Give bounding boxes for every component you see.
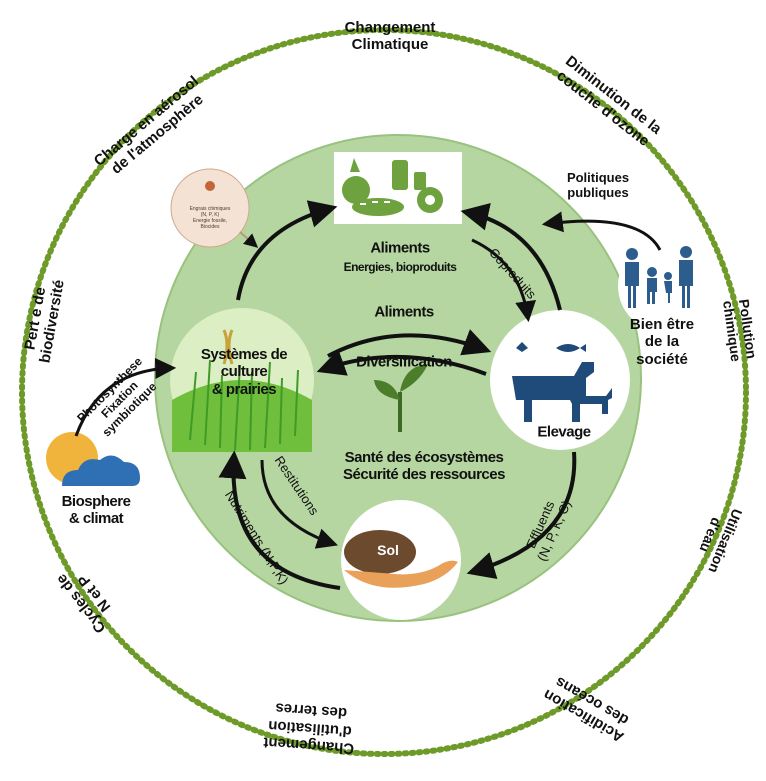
node-food-title: Aliments <box>370 239 430 257</box>
node-food-subtitle: Energies, bioproduits <box>343 260 457 275</box>
arrow-livestock-to-food <box>460 203 562 311</box>
node-biosphere-label: Biosphere& climat <box>61 492 131 527</box>
sun-cloud-icon <box>46 432 140 486</box>
arrow-biosphere-to-crops <box>74 357 177 437</box>
crops-photo <box>170 308 314 452</box>
fertilizer-tag-text: Engrais chimiques(N, P, K)Energie fossil… <box>189 206 231 230</box>
arrow-livestock-to-crops <box>316 349 487 376</box>
sprout-icon <box>374 364 428 432</box>
flow-food-label: Aliments <box>374 303 434 321</box>
arrow-crops-to-food <box>236 200 338 301</box>
arrow-society-to-food <box>541 211 662 251</box>
node-soil-label: Sol <box>377 541 399 558</box>
food-icon <box>334 152 462 224</box>
flow-diversification-label: Diversification <box>356 353 452 371</box>
flow-arrows <box>74 200 662 590</box>
arrow-crops-to-soil <box>260 459 338 549</box>
society-people-icon <box>618 240 710 332</box>
arrow-livestock-to-soil <box>466 451 577 580</box>
planetary-boundary-ring <box>19 27 749 757</box>
arrow-crops-to-livestock <box>327 329 492 358</box>
node-livestock-label: Elevage <box>537 423 591 441</box>
arrow-food-to-livestock <box>471 238 537 323</box>
soil-hand-illustration <box>341 500 461 620</box>
livestock-photo <box>490 310 630 450</box>
arrow-soil-to-crops <box>218 450 341 590</box>
fertilizer-badge <box>170 168 259 248</box>
